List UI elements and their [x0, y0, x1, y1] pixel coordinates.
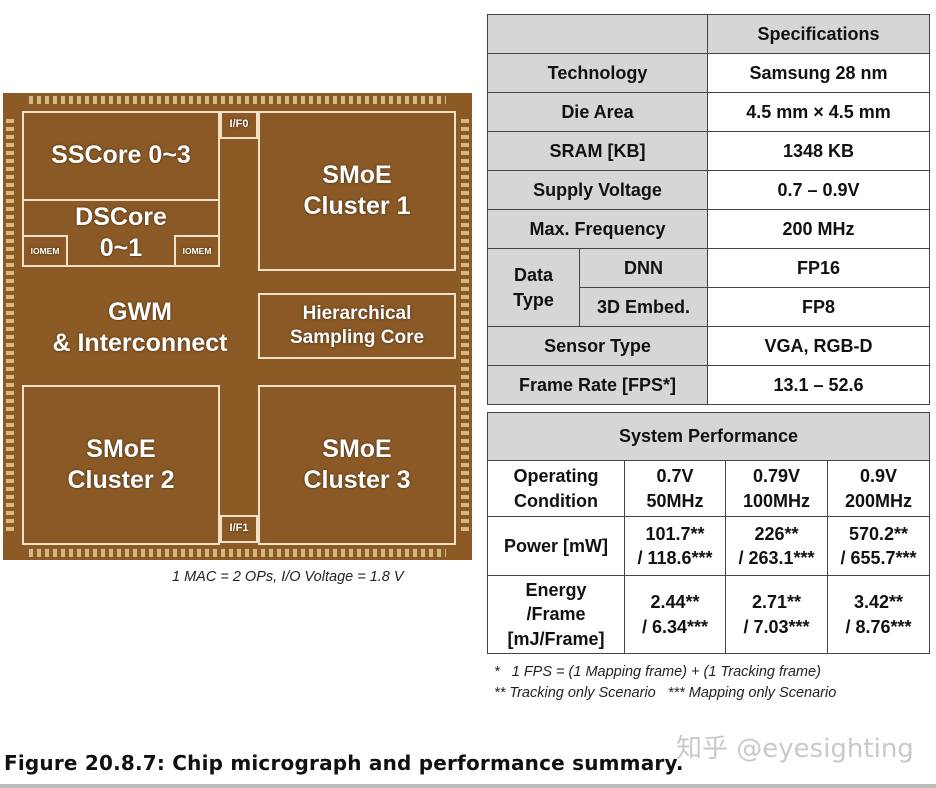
perf-label-energy: Energy /Frame [mJ/Frame]: [487, 575, 625, 654]
perf-cell: 2.71** / 7.03***: [725, 575, 828, 654]
perf-title: System Performance: [486, 412, 931, 461]
spec-value: 0.7 – 0.9V: [707, 170, 930, 210]
perf-cell: 0.9V 200MHz: [826, 460, 931, 517]
smoe-cluster1-block: SMoE Cluster 1: [258, 111, 456, 271]
perf-row-energy: Energy /Frame [mJ/Frame] 2.44** / 6.34**…: [487, 575, 931, 654]
spec-value: VGA, RGB-D: [707, 326, 930, 366]
spec-row-data-type-dnn: Data Type DNN FP16: [487, 248, 930, 327]
spec-value: 1348 KB: [707, 131, 930, 171]
footnote-scenarios: ** Tracking only Scenario *** Mapping on…: [494, 685, 837, 701]
gwm-interconnect-region: GWM & Interconnect: [22, 271, 258, 385]
figure-caption: Figure 20.8.7: Chip micrograph and perfo…: [4, 751, 684, 775]
spec-label: Die Area: [487, 92, 708, 132]
sscore-block: SSCore 0~3: [22, 111, 220, 201]
pad-row-right: [461, 119, 469, 534]
hierarchical-sampling-core-block: Hierarchical Sampling Core: [258, 293, 456, 359]
iomem-right-label: IOMEM: [182, 245, 212, 256]
system-performance-table: System Performance Operating Condition 0…: [486, 412, 931, 654]
spec-value: Samsung 28 nm: [707, 53, 930, 93]
spec-row-frame-rate: Frame Rate [FPS*] 13.1 – 52.6: [487, 365, 930, 405]
smoe-cluster2-block: SMoE Cluster 2: [22, 385, 220, 545]
perf-cell: 101.7** / 118.6***: [624, 516, 726, 576]
pad-row-top: [29, 96, 446, 104]
if0-label: I/F0: [229, 118, 249, 131]
spec-label: Max. Frequency: [487, 209, 708, 249]
iomem-left-label: IOMEM: [30, 245, 60, 256]
watermark: 知乎 @eyesighting: [676, 734, 914, 764]
spec-label: Frame Rate [FPS*]: [487, 365, 708, 405]
spec-row-sensor-type: Sensor Type VGA, RGB-D: [487, 326, 930, 366]
smoe-cluster2-label: SMoE Cluster 2: [67, 434, 175, 494]
spec-row-die-area: Die Area 4.5 mm × 4.5 mm: [487, 92, 930, 132]
spec-value-3d-embed: FP8: [707, 287, 930, 327]
perf-row-condition: Operating Condition 0.7V 50MHz 0.79V 100…: [487, 460, 931, 517]
spec-row-max-frequency: Max. Frequency 200 MHz: [487, 209, 930, 249]
gwm-label: GWM & Interconnect: [52, 297, 228, 357]
spec-label: Supply Voltage: [487, 170, 708, 210]
dscore-label: DSCore 0~1: [75, 202, 167, 262]
pad-row-left: [6, 119, 14, 534]
spec-sublabel-3d-embed: 3D Embed.: [579, 287, 708, 327]
spec-label-data-type: Data Type: [487, 248, 580, 327]
perf-cell: 226** / 263.1***: [725, 516, 828, 576]
smoe-cluster1-label: SMoE Cluster 1: [303, 160, 411, 220]
perf-label-condition: Operating Condition: [487, 460, 625, 517]
hsc-label: Hierarchical Sampling Core: [289, 303, 425, 348]
spec-row-data-type-embed: 3D Embed. FP8: [488, 287, 930, 327]
perf-label-power: Power [mW]: [487, 516, 625, 576]
spec-row-technology: Technology Samsung 28 nm: [487, 53, 930, 93]
specifications-table: Specifications Technology Samsung 28 nm …: [487, 14, 930, 405]
spec-value-dnn: FP16: [707, 248, 930, 288]
table-footnotes: * 1 FPS = (1 Mapping frame) + (1 Trackin…: [494, 662, 836, 704]
spec-label: Technology: [487, 53, 708, 93]
spec-header-empty: [487, 14, 708, 54]
perf-cell: 570.2** / 655.7***: [826, 516, 931, 576]
chip-micrograph: SSCore 0~3 DSCore 0~1 IOMEM IOMEM I/F0 S…: [3, 93, 472, 560]
sscore-label: SSCore 0~3: [51, 141, 191, 170]
spec-label: Sensor Type: [487, 326, 708, 366]
footnote-fps: * 1 FPS = (1 Mapping frame) + (1 Trackin…: [494, 664, 821, 680]
spec-header-row: Specifications: [487, 14, 930, 54]
perf-cell: 0.79V 100MHz: [725, 460, 828, 517]
spec-row-sram: SRAM [KB] 1348 KB: [487, 131, 930, 171]
spec-value: 13.1 – 52.6: [707, 365, 930, 405]
pad-row-bottom: [29, 549, 446, 557]
spec-sublabel-dnn: DNN: [579, 248, 708, 288]
spec-value: 200 MHz: [707, 209, 930, 249]
spec-value: 4.5 mm × 4.5 mm: [707, 92, 930, 132]
perf-cell: 0.7V 50MHz: [624, 460, 726, 517]
bottom-divider: [0, 784, 936, 788]
if1-block: I/F1: [220, 515, 258, 543]
spec-label: SRAM [KB]: [487, 131, 708, 171]
iomem-right-block: IOMEM: [174, 235, 220, 267]
iomem-left-block: IOMEM: [22, 235, 68, 267]
smoe-cluster3-block: SMoE Cluster 3: [258, 385, 456, 545]
spec-header: Specifications: [707, 14, 930, 54]
perf-cell: 3.42** / 8.76***: [826, 575, 931, 654]
smoe-cluster3-label: SMoE Cluster 3: [303, 434, 411, 494]
perf-title-row: System Performance: [486, 412, 931, 461]
if0-block: I/F0: [220, 111, 258, 139]
perf-cell: 2.44** / 6.34***: [624, 575, 726, 654]
if1-label: I/F1: [229, 522, 249, 535]
micrograph-caption: 1 MAC = 2 OPs, I/O Voltage = 1.8 V: [172, 569, 404, 585]
spec-row-supply-voltage: Supply Voltage 0.7 – 0.9V: [487, 170, 930, 210]
perf-row-power: Power [mW] 101.7** / 118.6*** 226** / 26…: [487, 516, 931, 576]
